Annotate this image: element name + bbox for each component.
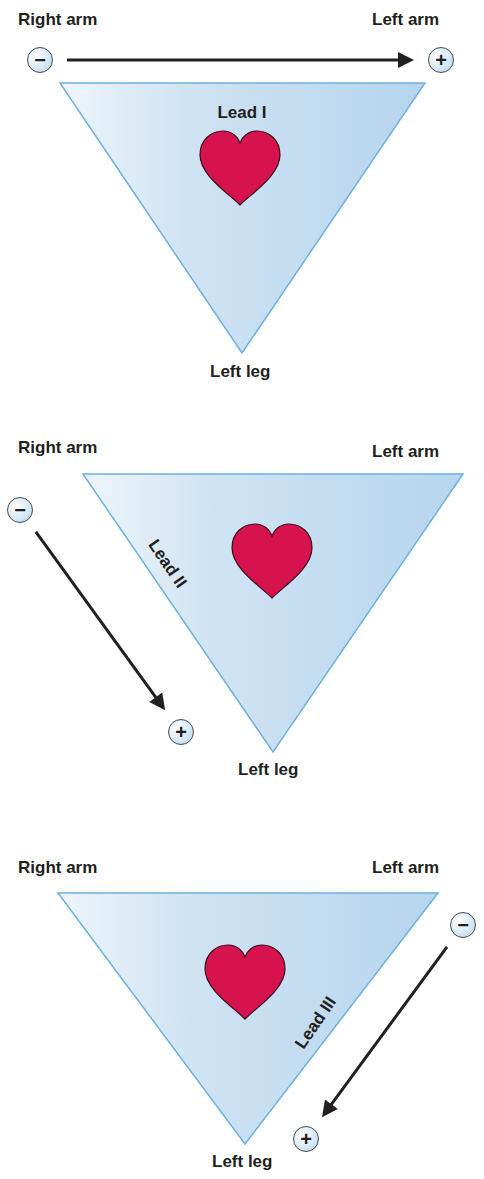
polarity-sign: − [34, 50, 46, 70]
polarity-sign: − [14, 500, 26, 520]
limb-label: Left arm [372, 858, 439, 878]
einthoven-triangle: Lead III [58, 893, 438, 1144]
triangle-outline [58, 893, 438, 1144]
limb-label: Left leg [212, 1152, 272, 1172]
polarity-sign: + [435, 50, 447, 70]
terminal-circle: − [7, 497, 33, 523]
einthoven-triangle: Lead II [83, 474, 463, 752]
limb-label: Left leg [238, 760, 298, 780]
limb-label: Left arm [372, 10, 439, 30]
triangle-shape [58, 893, 438, 1144]
terminal-circle: + [293, 1126, 319, 1152]
lead-name: Lead I [217, 103, 266, 123]
einthoven-triangle: Lead I [60, 83, 425, 353]
arrow-shaft [67, 59, 401, 62]
polarity-sign: + [175, 722, 187, 742]
triangle-outline [60, 83, 425, 353]
arrow-head [398, 52, 414, 68]
arrow-head [149, 692, 165, 710]
polarity-sign: − [457, 915, 469, 935]
arrow-head [322, 1100, 338, 1118]
limb-label: Right arm [18, 858, 97, 878]
limb-label: Left arm [372, 442, 439, 462]
terminal-circle: − [450, 912, 476, 938]
triangle-outline [83, 474, 463, 752]
terminal-circle: + [168, 719, 194, 745]
lead-arrow [67, 52, 414, 68]
limb-label: Right arm [18, 438, 97, 458]
limb-label: Left leg [210, 362, 270, 382]
heart-icon [200, 131, 280, 205]
polarity-sign: + [300, 1129, 312, 1149]
limb-label: Right arm [18, 10, 97, 30]
heart-icon [232, 524, 312, 598]
terminal-circle: + [428, 47, 454, 73]
triangle-shape [83, 474, 463, 752]
triangle-shape [60, 83, 425, 353]
heart-icon [205, 945, 285, 1019]
terminal-circle: − [27, 47, 53, 73]
